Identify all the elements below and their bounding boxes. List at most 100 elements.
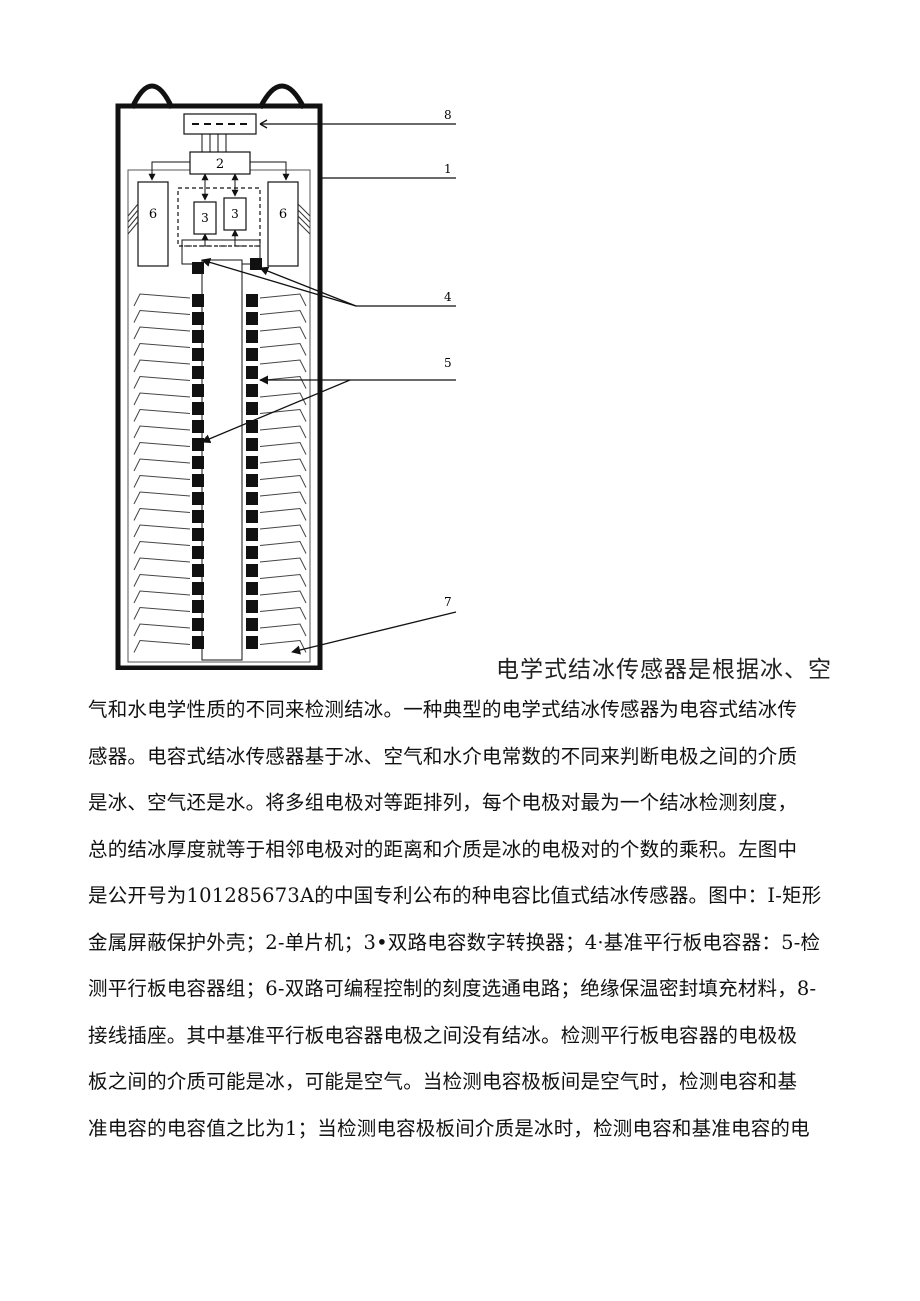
electrode-plate [246,636,258,649]
electrode-plate [246,510,258,523]
insulation-fin [133,441,191,455]
insulation-fin [259,458,307,472]
right-handle [257,83,307,110]
paragraph-line: 总的结冰厚度就等于相邻电极对的距离和介质是冰的电极对的个数的乘积。左图中 [88,837,798,861]
electrode-plate [192,366,204,379]
insulation-fin [259,623,307,637]
electrode-channel [201,259,243,661]
insulation-fin [133,342,191,356]
insulation-fin [259,425,307,439]
electrode-plate [192,546,204,559]
insulation-fin [133,425,191,439]
electrode-plate [246,456,258,469]
converter-enclosure [177,187,261,247]
electrode-plate [246,438,258,451]
electrode-plate [246,618,258,631]
electrode-plate [192,402,204,415]
insulation-fin [133,309,191,323]
selector-left [137,181,169,267]
converter-left-label: 3 [201,211,209,225]
paragraph-line: 是公开号为101285673A的中国专利公布的种电容比值式结冰传感器。图中：I-… [88,884,822,907]
electrode-plate [192,510,204,523]
insulation-fin [133,606,191,620]
electrode-plate [192,294,204,307]
callout-7: 7 [444,595,452,609]
paragraph-line: 准电容的电容值之比为1；当检测电容极板间介质是冰时，检测电容和基准电容的电 [88,1116,810,1140]
electrode-plate [246,402,258,415]
insulation-fin [259,491,307,505]
paragraph-line: 气和水电学性质的不同来检测结冰。一种典型的电学式结冰传感器为电容式结冰传 [88,698,798,721]
insulation-fin [133,392,191,406]
insulation-fin [259,392,307,406]
insulation-fin [133,293,191,307]
electrode-plate [246,384,258,397]
selector-left-label: 6 [149,207,157,222]
paragraph-line: 金属屏蔽保护外壳；2-单片机；3•双路电容数字转换器；4·基准平行板电容器：5-… [88,930,821,954]
housing-outer [115,103,323,670]
insulation-fin [133,557,191,571]
mcu-label: 2 [216,157,224,172]
selector-right [267,181,299,267]
insulation-fin [259,507,307,521]
callout-8: 8 [444,108,452,122]
insulation-fin [133,524,191,538]
electrode-plate [192,420,204,433]
paragraph-line: 测平行板电容器组；6-双路可编程控制的刻度选通电路；绝缘保温密封填充材料，8- [88,977,817,1000]
insulation-fin [133,623,191,637]
electrode-plate [246,294,258,307]
paragraph-line: 是冰、空气还是水。将多组电极对等距排列，每个电极对最为一个结冰检测刻度， [88,791,798,814]
caption-first-line: 电学式结冰传感器是根据冰、空 [496,657,832,683]
insulation-fin [259,293,307,307]
mcu-box [189,151,251,175]
insulation-fin [133,540,191,554]
callout-5: 5 [444,356,452,370]
electrode-plate [192,618,204,631]
insulation-fin [133,408,191,422]
electrode-plate [246,564,258,577]
electrode-plate [246,474,258,487]
electrode-plate [246,492,258,505]
insulation-fin [259,540,307,554]
insulation-fin [133,375,191,389]
electrode-plate [246,330,258,343]
paragraph-line: 接线插座。其中基准平行板电容器电极之间没有结冰。检测平行板电容器的电极极 [88,1023,798,1047]
insulation-fin [259,326,307,340]
electrode-plate [192,582,204,595]
insulation-fin [259,474,307,488]
electrode-plate [192,348,204,361]
electrode-plate [192,492,204,505]
insulation-fin [133,573,191,587]
electrode-plate [246,546,258,559]
insulation-fin [133,474,191,488]
reference-electrode [250,258,262,270]
electrode-plate [246,312,258,325]
electrode-plate [246,366,258,379]
reference-electrode [192,262,204,274]
insulation-fin [259,524,307,538]
insulation-fin [133,458,191,472]
electrode-plate [192,528,204,541]
insulation-fin [259,375,307,389]
insulation-fin [259,606,307,620]
selector-right-label: 6 [279,207,287,222]
insulation-fin [259,359,307,373]
insulation-fins [133,293,307,653]
insulation-fin [133,639,191,653]
electrode-plate [192,474,204,487]
insulation-fin [259,309,307,323]
left-handle [129,83,175,110]
electrode-plate [246,582,258,595]
sensor-diagram: 2 6 6 3 3 8 1 4 5 7 [115,83,457,670]
paragraph-line: 感器。电容式结冰传感器基于冰、空气和水介电常数的不同来判断电极之间的介质 [88,744,798,768]
electrode-plate [246,348,258,361]
electrode-plate [192,384,204,397]
callout-1: 1 [444,162,452,176]
insulation-fin [133,359,191,373]
electrode-plate [192,438,204,451]
insulation-fin [259,557,307,571]
electrode-plate [246,600,258,613]
insulation-fin [133,326,191,340]
insulation-fin [259,590,307,604]
electrode-plate [192,456,204,469]
insulation-fin [259,573,307,587]
